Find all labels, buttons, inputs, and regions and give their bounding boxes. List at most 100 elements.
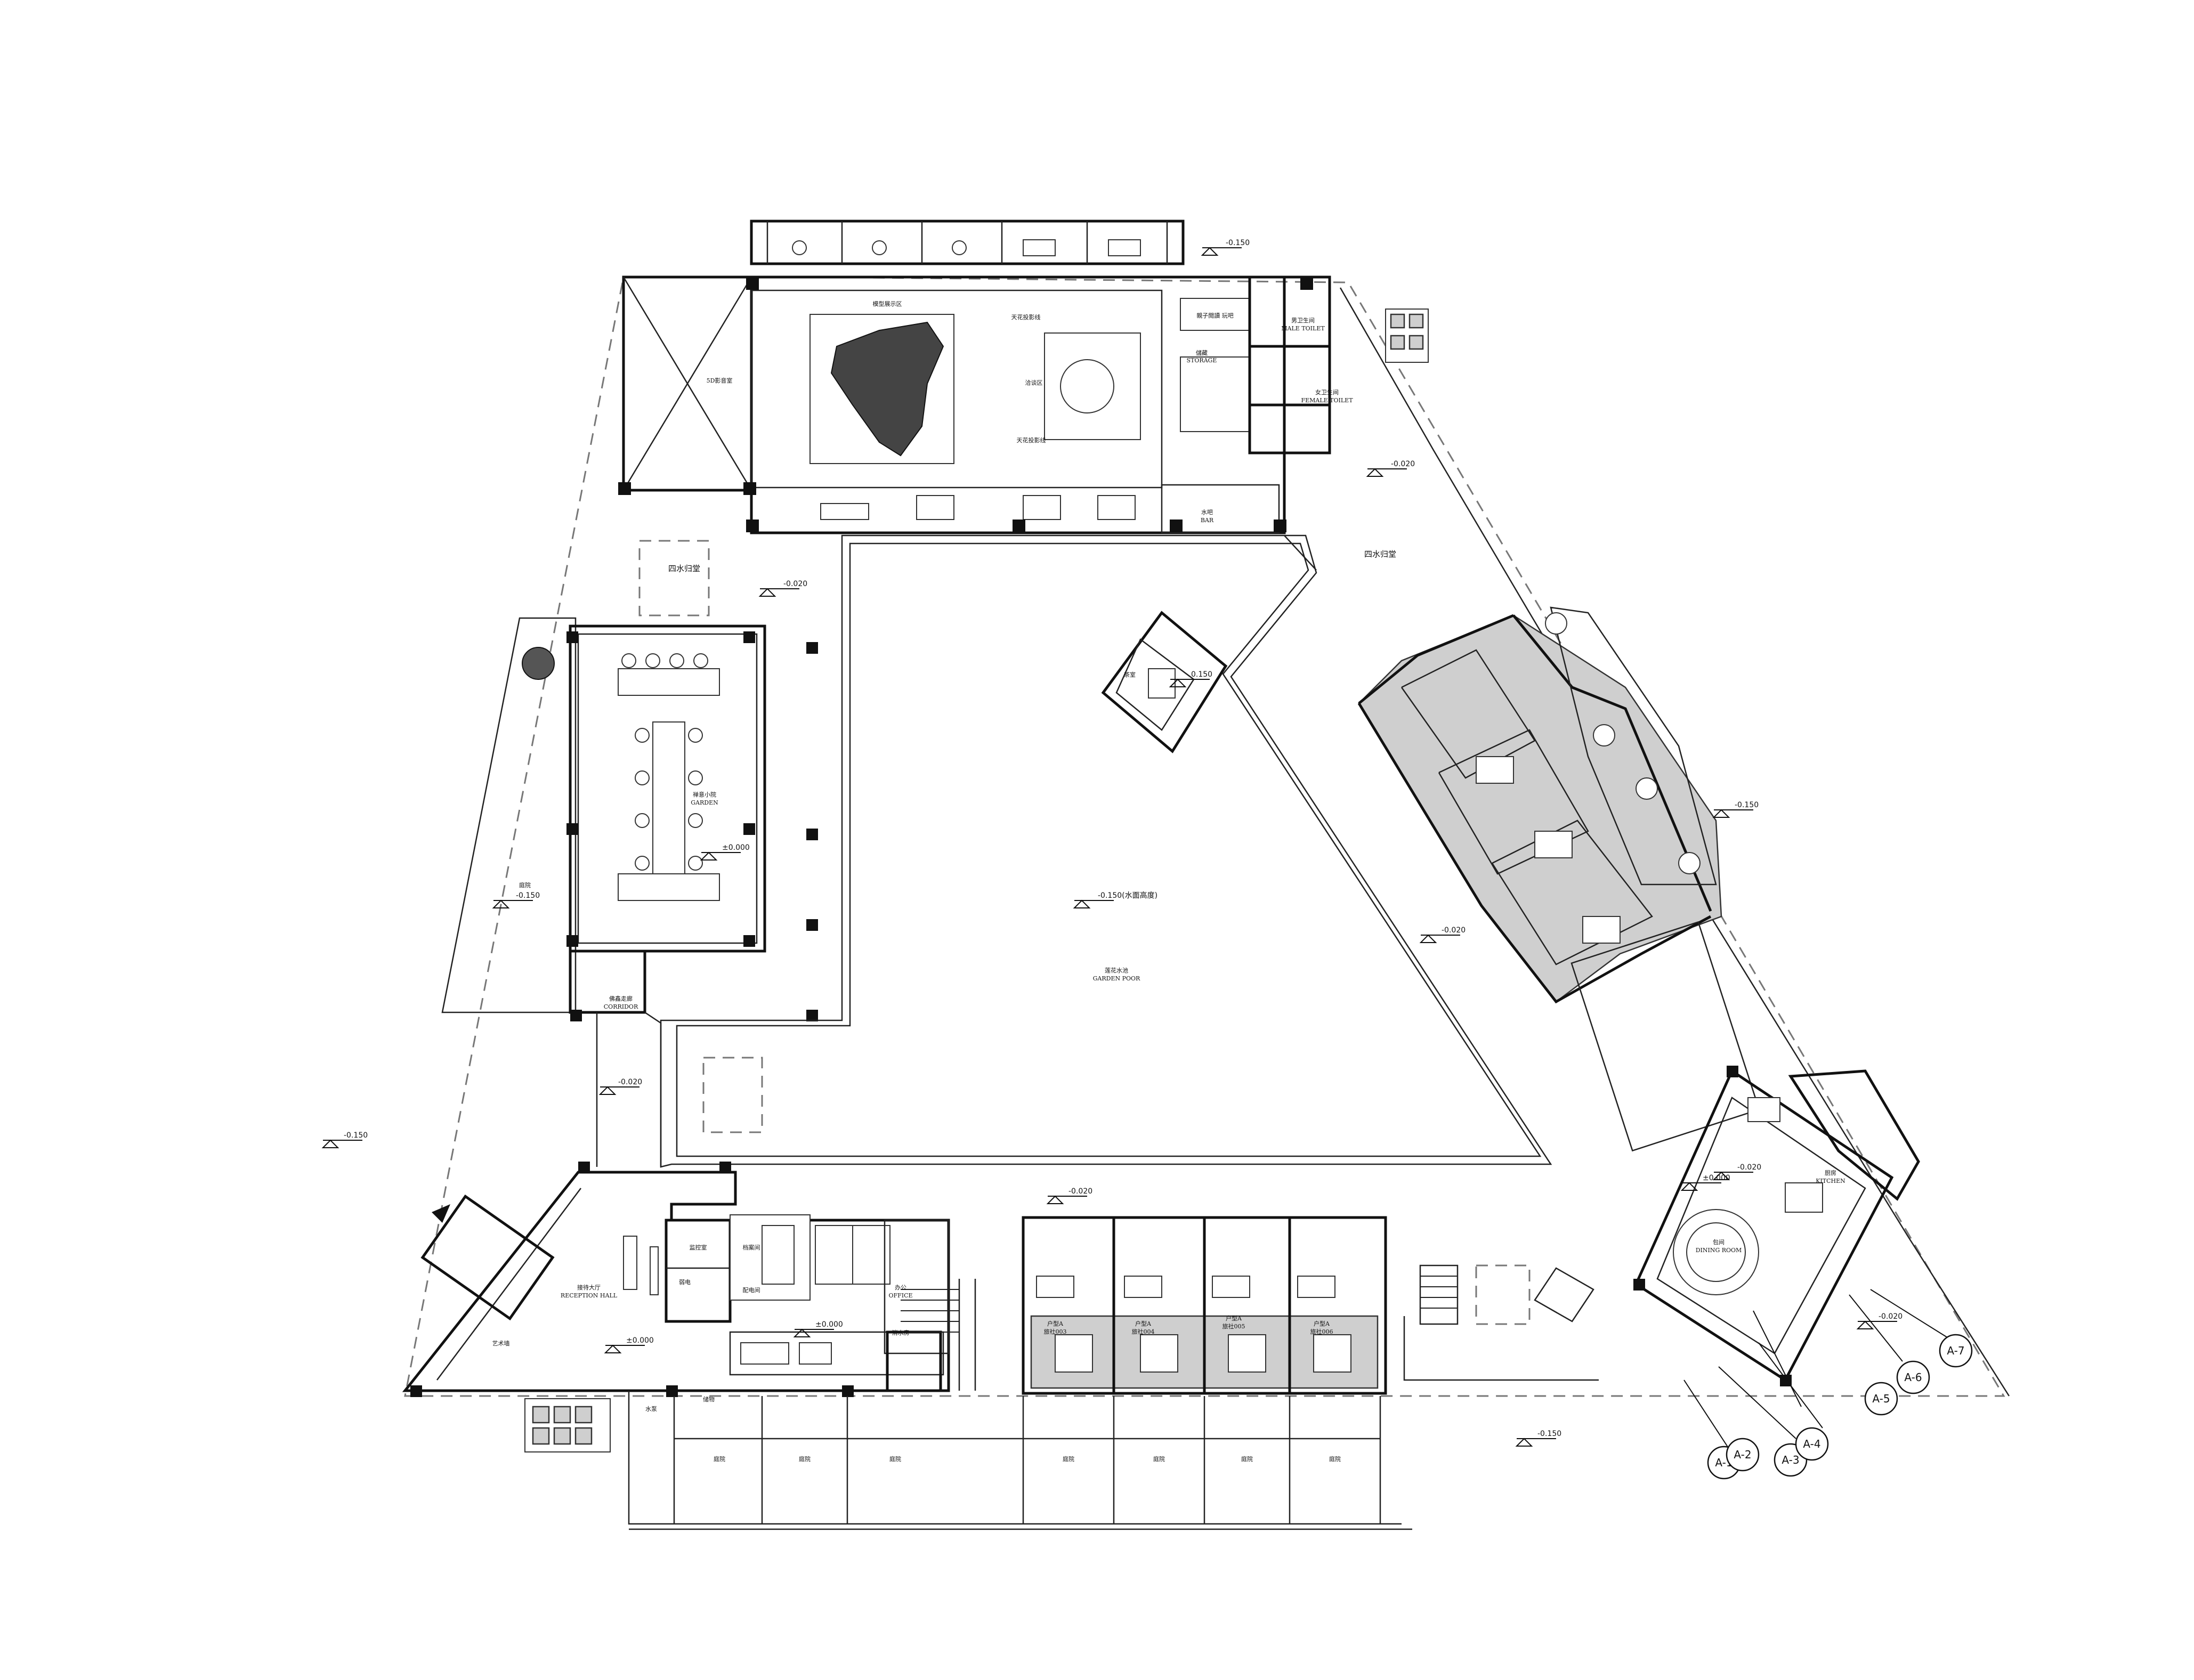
level-mark-7: -0.150 [516,891,540,900]
label-storage-b: 储物 [703,1395,715,1403]
label-tea-pavilion: 茶室 [1124,671,1136,678]
label-kids-area: 親子閱讀 玩吧 [1196,312,1234,319]
svg-text:A-4: A-4 [1803,1438,1820,1450]
label-yard-4: 庭院 [1063,1455,1074,1463]
svg-text:A-6: A-6 [1904,1371,1922,1384]
label-av-room: 5D影音室 [707,377,733,384]
axis-bubble-a4: A-4 [1795,1427,1829,1461]
label-pump-room: 水泵 [645,1406,657,1413]
guest-units [1022,1216,1387,1395]
label-garden: 禅意小院 [693,791,716,798]
reception-building [402,1162,976,1452]
label-yard-7: 庭院 [1329,1455,1341,1463]
guestroom-block [1357,606,1722,1004]
entry-arrow-icon [432,1204,450,1223]
label-unit-a1-b: 旅社003 [1044,1328,1067,1335]
tea-pavilion [1101,611,1228,753]
label-storage: 儲藏 [1196,350,1208,356]
exhibition-building [618,220,1429,534]
level-mark-10: -0.150(水面高度) [1098,891,1157,900]
label-female-toilet: 女卫生间 [1315,388,1339,396]
label-water-room: 消水房 [892,1329,910,1336]
label-unit-a4: 户型A [1314,1320,1330,1327]
label-dining-en: DINING ROOM [1696,1247,1742,1254]
label-projection-bottom: 天花投影线 [1017,436,1046,444]
label-courtyard-b: 四水归堂 [1364,549,1396,559]
level-markers: -0.150 -0.020 -0.020 -0.020 0.150 ±0.000… [322,239,1902,1447]
garden-hall [441,617,818,1021]
label-unit-a2: 户型A [1135,1320,1152,1327]
axis-bubble-a5: A-5 [1864,1382,1898,1416]
label-art-wall: 艺术墙 [492,1340,510,1347]
label-kitchen: 厨房 [1825,1170,1836,1176]
label-archive-room: 档案间 [743,1244,760,1251]
label-bar-en: BAR [1201,517,1214,524]
label-male-toilet: 男卫生间 [1291,316,1315,324]
level-mark-8: -0.020 [618,1078,642,1086]
level-mark-14: ±0.000 [626,1336,654,1345]
label-pool: 莲花水池 [1105,967,1128,974]
level-mark-1: -0.150 [1226,239,1250,247]
level-mark-15: ±0.000 [815,1320,843,1329]
label-corridor-en: CORRIDOR [604,1003,638,1010]
label-weak-room: 弱电 [679,1279,691,1286]
axis-bubble-a7: A-7 [1939,1334,1973,1368]
svg-text:A-3: A-3 [1782,1454,1799,1466]
label-storage-en: STORAGE [1187,357,1217,364]
tree-icon [522,647,555,680]
south-stairs [1403,1264,1599,1381]
label-unit-a1: 户型A [1047,1320,1064,1327]
south-yards [628,1391,1402,1525]
level-mark-5: 0.150 [1191,670,1212,679]
axis-bubble-a6: A-6 [1896,1360,1930,1394]
label-male-toilet-en: MALE TOILET [1281,325,1325,332]
label-model-hall: 模型展示区 [873,300,902,307]
level-mark-12: -0.150 [1735,801,1759,809]
level-mark-17: -0.020 [1879,1312,1902,1321]
level-mark-18: -0.150 [1537,1430,1561,1438]
grid-axes: A-1 A-2 A-3 A-4 A-5 A-6 A-7 [1683,1289,1973,1480]
label-reception: 接待大厅 [577,1284,601,1291]
level-mark-16: ±0.000 [1703,1174,1730,1182]
label-yard-6: 庭院 [1241,1455,1253,1463]
level-mark-6: ±0.000 [722,843,750,852]
label-office: 办公 [895,1284,906,1291]
axis-bubble-a2: A-2 [1726,1438,1760,1472]
svg-text:A-7: A-7 [1947,1344,1964,1357]
svg-text:A-5: A-5 [1872,1392,1890,1405]
level-mark-4: -0.020 [1737,1163,1761,1172]
label-yard-1: 庭院 [714,1455,725,1463]
label-corridor: 佛鑫走廊 [609,995,633,1002]
label-bar: 水吧 [1201,509,1213,516]
dining-pavilion [1633,1066,1920,1386]
label-yard-5: 庭院 [1153,1455,1165,1463]
label-office-en: OFFICE [888,1292,912,1299]
label-unit-a4-b: 旅社006 [1310,1328,1333,1335]
label-yard-3: 庭院 [889,1455,901,1463]
label-reception-en: RECEPTION HALL [561,1292,618,1299]
label-unit-a3: 户型A [1226,1314,1242,1322]
level-mark-9: -0.150 [344,1131,368,1140]
level-mark-13: -0.020 [1068,1187,1092,1196]
level-mark-2: -0.020 [1391,460,1415,468]
label-unit-a2-b: 旅社004 [1132,1328,1155,1335]
level-mark-11: -0.020 [1442,926,1466,935]
label-side-yard: 庭院 [519,881,531,889]
label-garden-en: GARDEN [691,799,718,806]
pool-outline [660,534,1552,1168]
corridor-wall-east [644,1011,662,1167]
label-monitor-room: 监控室 [690,1244,707,1251]
label-pool-en: GARDEN POOR [1093,975,1140,982]
level-mark-3: -0.020 [783,580,807,588]
label-kitchen-en: KITCHEN [1816,1178,1845,1184]
label-female-toilet-en: FEMALE TOILET [1301,397,1353,404]
label-private-dining: 包间 [1713,1239,1725,1246]
label-unit-a3-b: 旅社005 [1223,1322,1245,1330]
label-power-room: 配电间 [743,1287,760,1294]
label-negotiation: 洽谈区 [1025,379,1043,386]
svg-text:A-2: A-2 [1734,1448,1751,1461]
site-model [830,321,944,457]
label-courtyard-a: 四水归堂 [668,564,700,573]
label-yard-2: 庭院 [799,1455,811,1463]
